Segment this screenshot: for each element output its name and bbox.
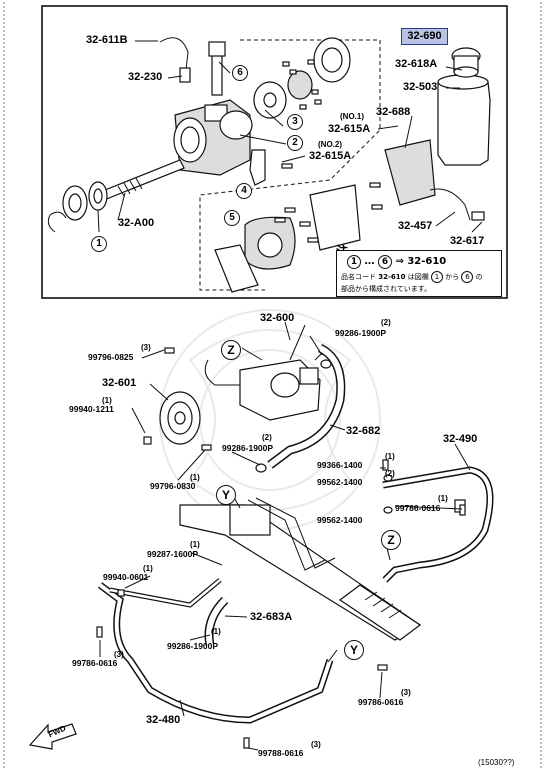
qty-99940-1211: (1) [102,396,112,405]
label-32-682: 32-682 [346,425,381,437]
label-no1: (NO.1) [340,112,364,121]
pump-assembly [204,324,321,421]
label-99940-0601: 99940-0601 [103,572,149,582]
label-32-503: 32-503 [403,81,438,93]
sensor-wire [159,37,189,71]
lower-leaders [99,321,471,751]
qty-99562-1400a: (2) [385,469,395,478]
label-no2: (NO.2) [318,140,342,149]
rotor-set [219,37,351,140]
qty-99286-1900P-low: (1) [211,627,221,636]
union-fitting [249,149,266,186]
label-99286-1900P-low: 99286-1900P [167,641,219,651]
note-line2: 品名コード 32-610 は図欄 1 から 6 の [341,271,483,283]
qty-99786-0616-l: (3) [114,650,124,659]
note-line1: 1 … 6 ⇒ 32-610 [347,255,446,269]
pressure-switch [179,67,191,83]
label-99940-1211: 99940-1211 [69,404,114,414]
qty-99786-0616-b: (3) [401,688,411,697]
label-99562-1400b: 99562-1400 [317,515,363,525]
label-99786-0616-r: 99786-0616 [395,503,441,513]
label-99287-1600P: 99287-1600P [147,549,199,559]
hose-clamp-mid [255,463,267,473]
label-32-480: 32-480 [146,714,181,726]
label-32-615A-1: 32-615A [328,123,371,135]
bolts [274,163,383,243]
upper-leaders [97,40,483,233]
bearing [47,181,108,233]
label-99286-1900P-top: 99286-1900P [335,328,387,338]
label-99286-1900P-mid: 99286-1900P [222,443,274,453]
label-32-230: 32-230 [128,71,163,83]
qty-99940-0601: (1) [143,564,153,573]
callout-5: 5 [224,210,240,226]
label-32-617: 32-617 [450,235,485,247]
label-32-690-highlight[interactable]: 32-690 [401,28,448,45]
footer-code: (15030??) [478,758,515,767]
note-line3: 部品から構成されています。 [341,285,432,293]
ref-Y-bottom: Y [344,640,364,660]
steering-rack [179,497,422,641]
ref-Z-upper: Z [221,340,241,360]
cooler-pipe-32-480 [98,583,332,723]
label-32-490: 32-490 [443,433,478,445]
label-32-615A-2: 32-615A [309,150,352,162]
label-99796-0830: 99796-0830 [150,481,196,491]
label-99366-1400: 99366-1400 [317,460,363,470]
label-99786-0616-b: 99786-0616 [358,697,404,707]
label-32-688: 32-688 [376,106,411,118]
reservoir-bracket [384,139,436,206]
callout-2: 2 [287,135,303,151]
pressure-line-32-490 [382,467,492,582]
washer-a [383,474,393,482]
qty-99786-0616-r: (1) [438,494,448,503]
rear-cover [214,184,361,293]
fwd-arrow-icon [28,723,77,750]
label-99786-0616-l: 99786-0616 [72,658,118,668]
vanes [282,59,322,110]
callout-4: 4 [236,183,252,199]
callout-6: 6 [232,65,248,81]
note-box: 1 … 6 ⇒ 32-610 品名コード 32-610 は図欄 1 から 6 の… [336,250,502,297]
ref-Y-left: Y [216,485,236,505]
qty-99788-0616: (3) [311,740,321,749]
label-99796-0825: 99796-0825 [88,352,134,362]
hose-32-683A [206,597,228,646]
callout-3: 3 [287,114,303,130]
callout-1: 1 [91,236,107,252]
qty-99796-0830: (1) [190,473,200,482]
hose-clamp-top [320,359,332,369]
label-32-600: 32-600 [260,312,295,324]
reservoir [437,47,491,166]
hose-32-682 [268,345,344,468]
clamp [471,211,485,221]
qty-99287-1600P: (1) [190,540,200,549]
washer-b [383,506,393,514]
ref-Z-right: Z [381,530,401,550]
reservoir-hose [429,188,471,221]
label-32-457: 32-457 [398,220,433,232]
label-32-601: 32-601 [102,377,137,389]
exploded-outline [199,39,381,291]
label-99562-1400a: 99562-1400 [317,477,363,487]
qty-99796-0825: (3) [141,343,151,352]
lower-bolts [96,347,466,749]
label-32-611B: 32-611B [86,34,128,46]
pulley [159,391,201,445]
label-32-683A: 32-683A [250,611,293,623]
label-99788-0616: 99788-0616 [258,748,304,758]
qty-99286-1900P-mid: (2) [262,433,272,442]
qty-99366-1400: (1) [385,452,395,461]
qty-99286-1900P-top: (2) [381,318,391,327]
label-32-618A: 32-618A [395,58,438,70]
label-32-A00: 32-A00 [118,217,155,229]
